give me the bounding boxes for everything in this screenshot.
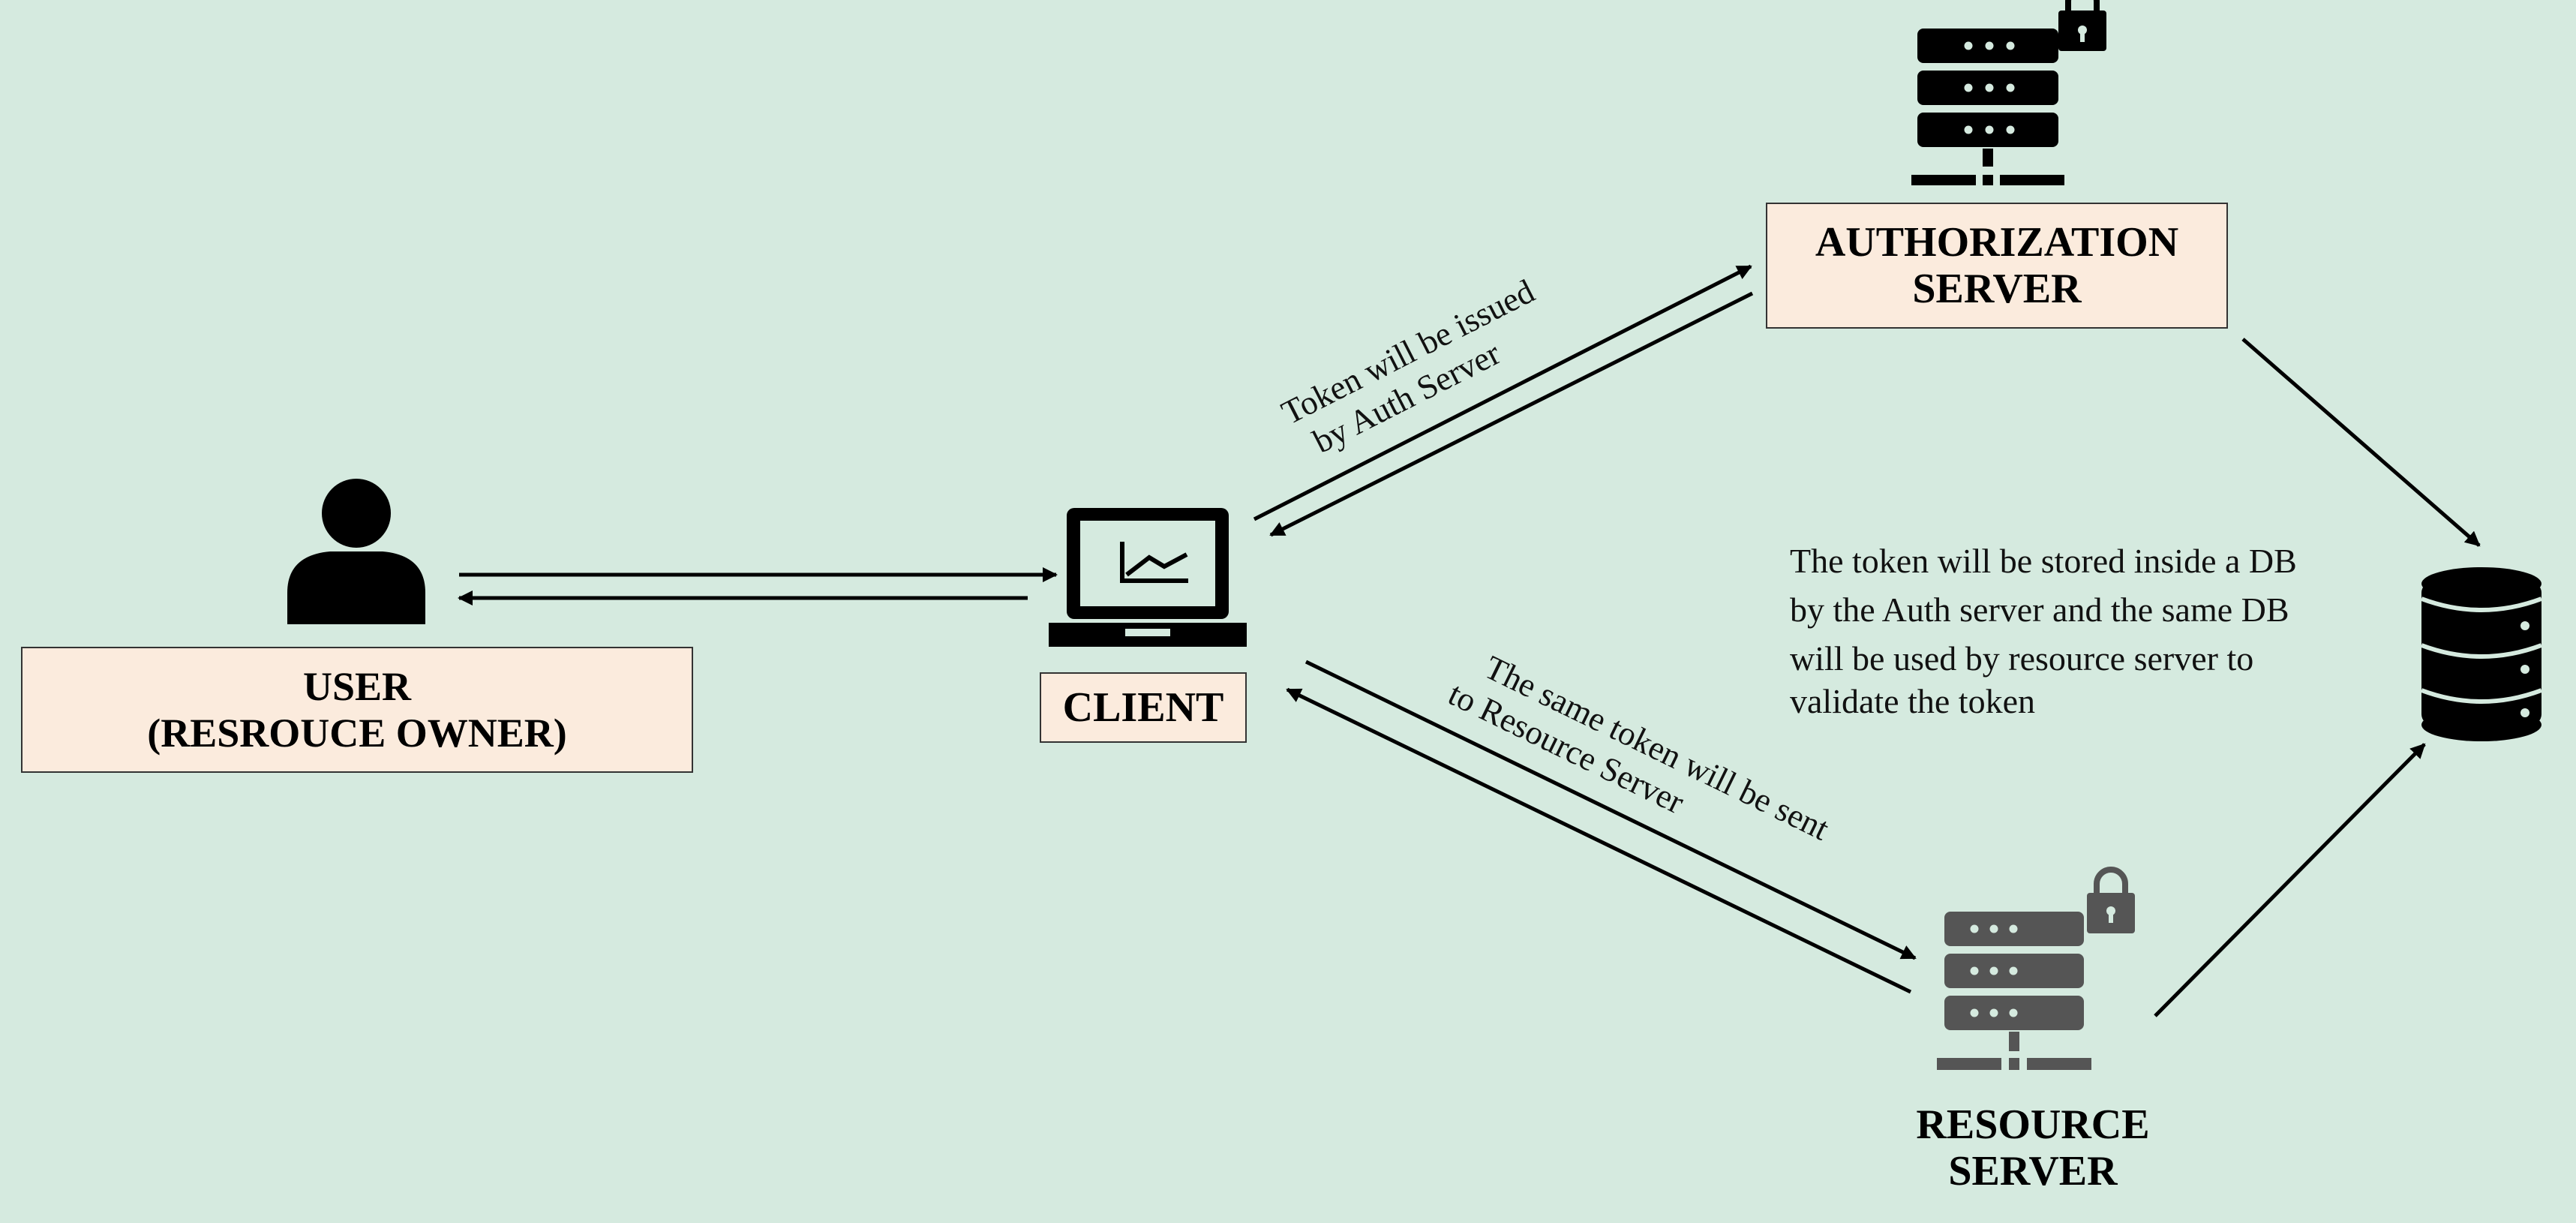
arrow-resource-to-client [1286,687,1912,994]
server-lock-icon [1937,867,2135,1070]
database-icon [2420,567,2543,741]
db-note-line: The token will be stored inside a DB [1790,542,2297,580]
user-label-line1: USER [302,664,412,709]
db-note: The token will be stored inside a DB by … [1790,536,2297,726]
resource-server-node: RESOURCE SERVER [1853,1101,2213,1194]
client-label: CLIENT [1062,684,1224,731]
resource-label-line1: RESOURCE [1916,1101,2150,1148]
arrow-client-to-resource [1305,660,1917,960]
client-node: CLIENT [1040,672,1247,743]
arrow-auth-to-db [2241,338,2481,547]
laptop-icon [1049,508,1247,647]
arrow-auth-to-client [1269,291,1754,537]
db-note-line: will be used by resource server to [1790,639,2254,678]
user-label-line2: (RESROUCE OWNER) [147,711,567,756]
auth-server-node: AUTHORIZATION SERVER [1766,203,2228,329]
person-icon [287,479,425,624]
auth-label-line2: SERVER [1912,266,2082,312]
auth-label-line1: AUTHORIZATION [1815,219,2179,266]
arrow-resource-to-db [2154,743,2426,1017]
server-lock-icon [1911,0,2106,185]
db-note-line: by the Auth server and the same DB [1790,590,2289,629]
user-node: USER (RESROUCE OWNER) [21,647,693,773]
db-note-line: validate the token [1790,682,2035,720]
arrow-client-to-auth [1253,264,1752,521]
resource-label-line2: SERVER [1948,1148,2118,1194]
